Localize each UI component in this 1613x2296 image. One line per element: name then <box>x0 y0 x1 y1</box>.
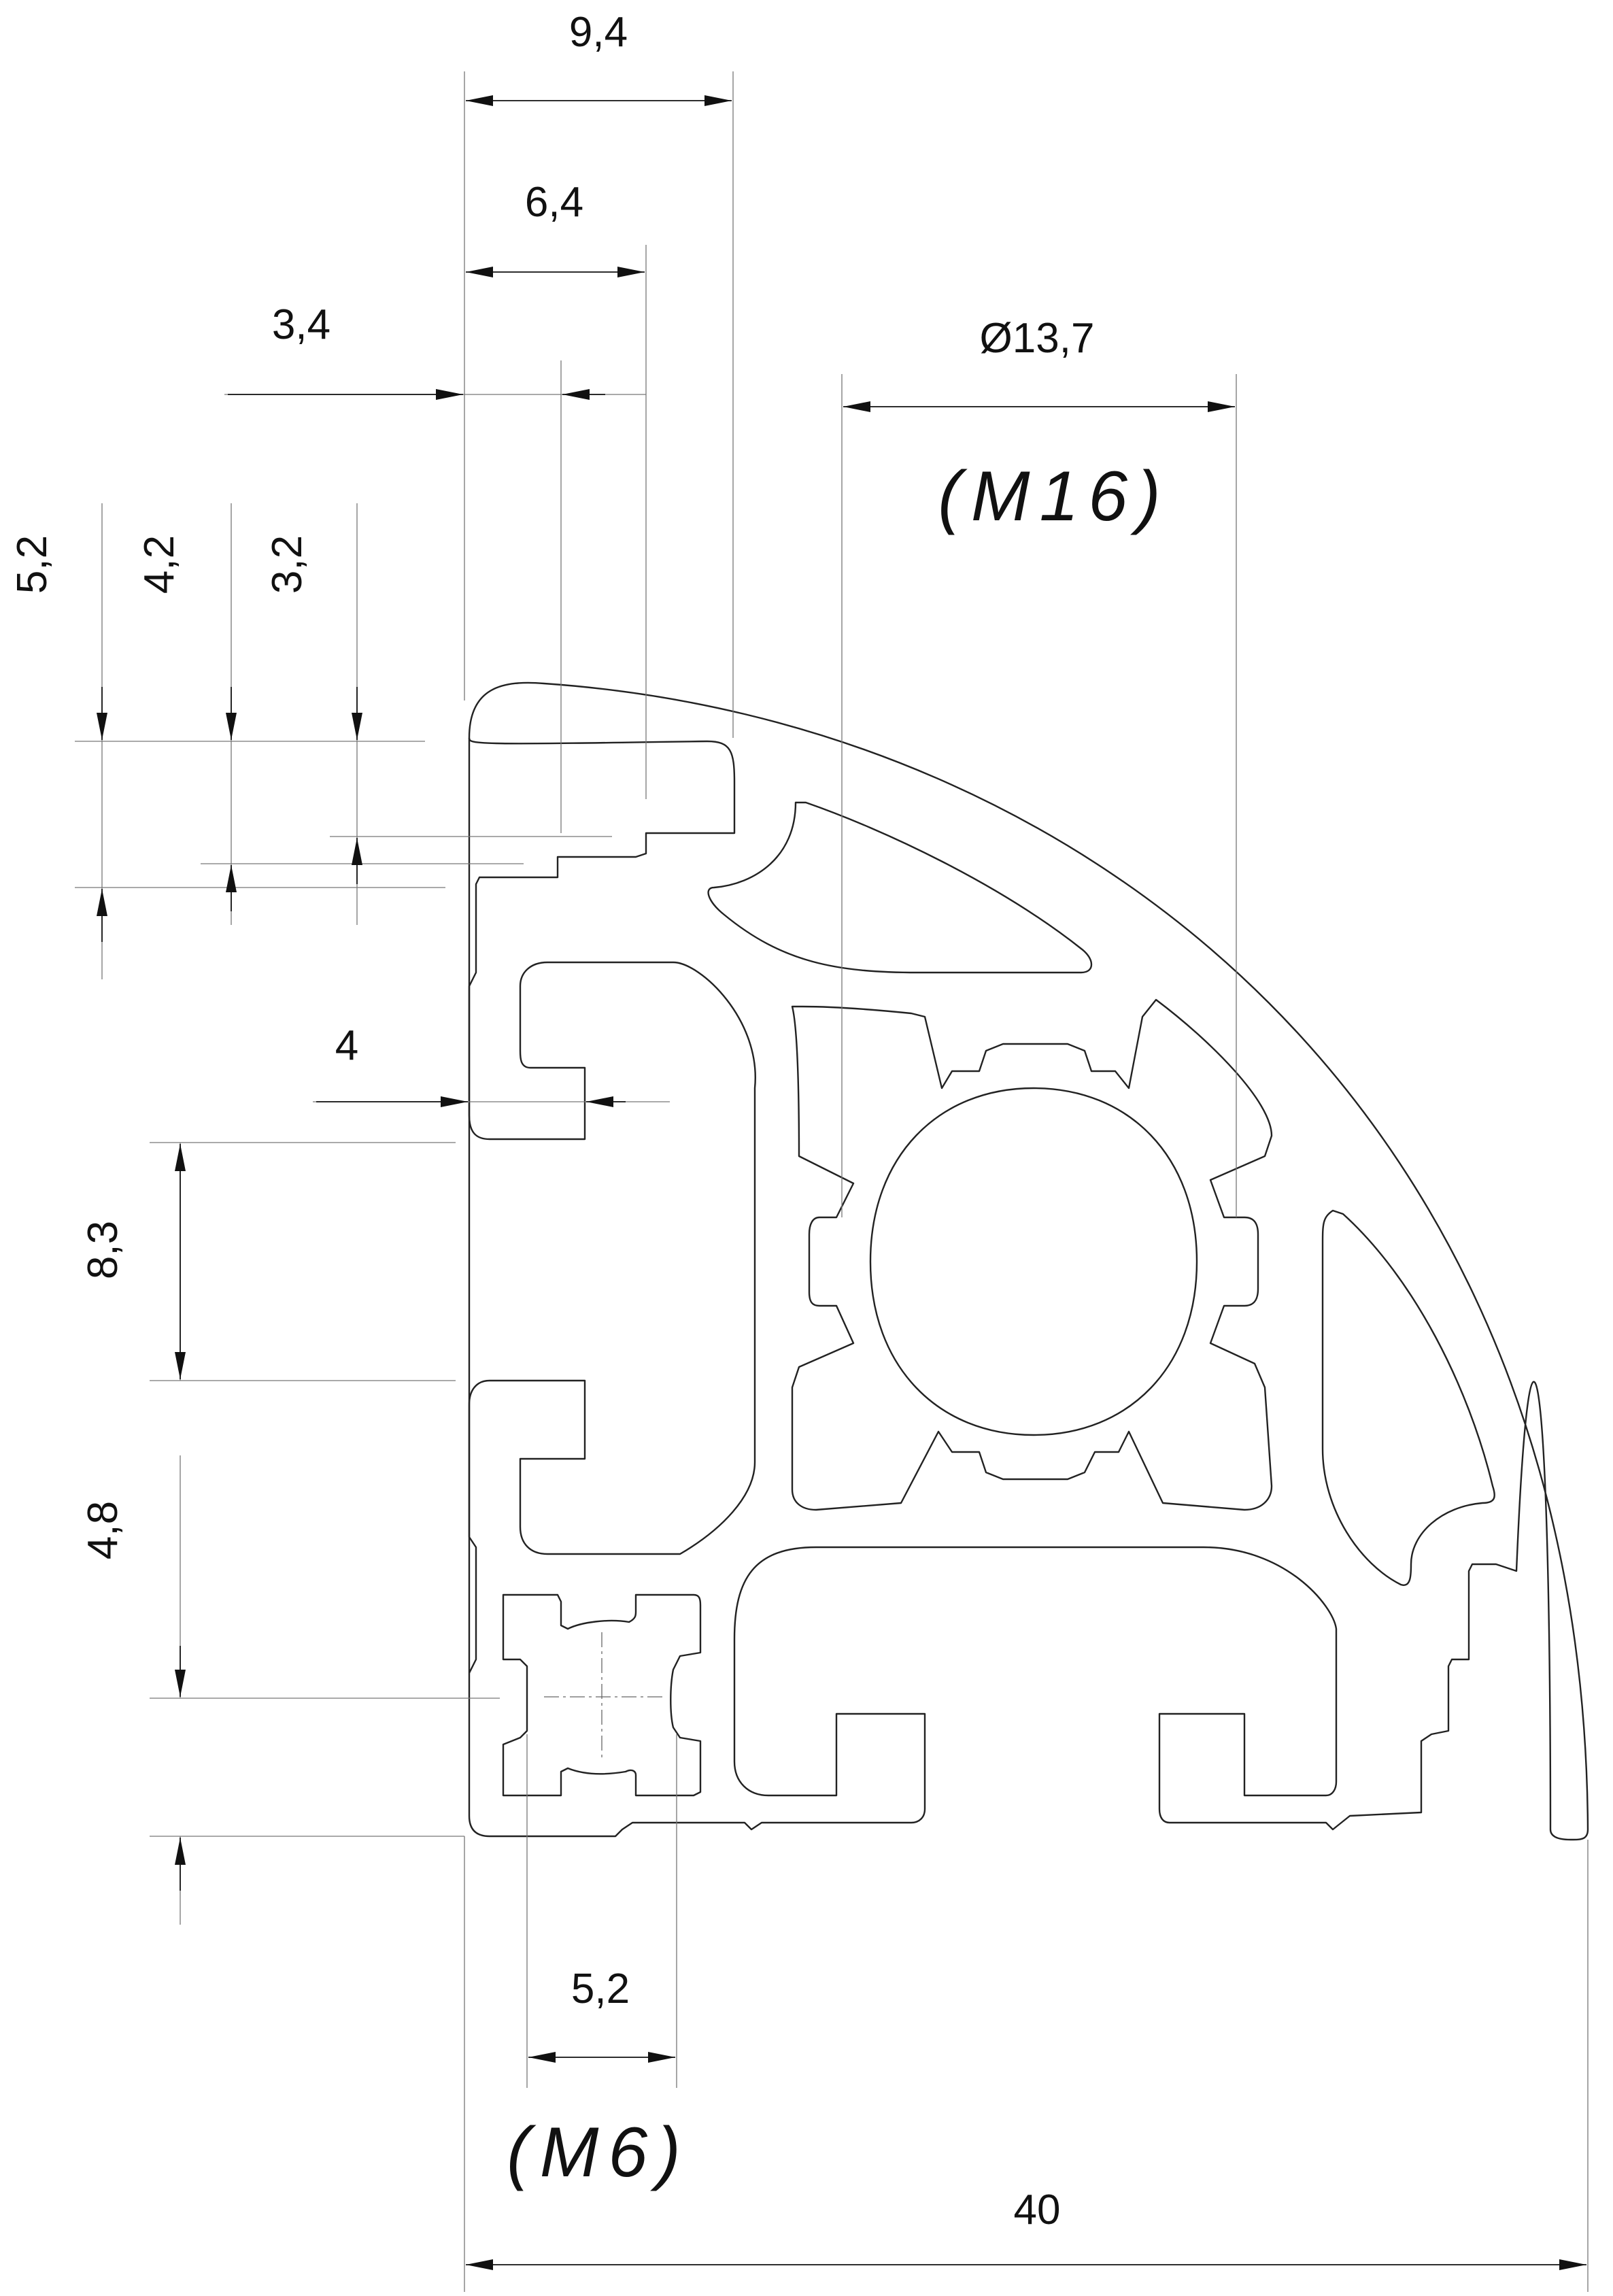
corner-slot <box>502 1593 702 1797</box>
right-cavity <box>1321 1209 1495 1586</box>
label-8-3: 8,3 <box>80 1221 126 1279</box>
label-3-4: 3,4 <box>272 301 330 348</box>
center-bore <box>869 1087 1198 1436</box>
extension-lines <box>75 71 1589 2292</box>
upper-t-slot <box>468 737 756 1674</box>
label-6-4: 6,4 <box>525 179 583 226</box>
profile-outline <box>468 681 1589 1841</box>
thread-callouts: (M16) (M6) <box>507 457 1170 2192</box>
label-5-2-bottom: 5,2 <box>571 1965 630 2012</box>
thread-m16: (M16) <box>938 457 1170 536</box>
thread-m6: (M6) <box>507 2113 690 2192</box>
label-9-4: 9,4 <box>569 9 628 56</box>
label-bore-diameter: Ø13,7 <box>980 315 1095 362</box>
label-4-2: 4,2 <box>136 535 183 594</box>
outer-contour <box>468 681 1589 1841</box>
label-4-8: 4,8 <box>80 1501 126 1559</box>
dimension-lines <box>97 95 1586 2270</box>
label-40: 40 <box>1014 2187 1061 2233</box>
center-core <box>791 998 1273 1511</box>
dimension-labels: 9,4 6,4 3,4 Ø13,7 5,2 4,2 3,2 4 8,3 4,8 … <box>9 9 1094 2233</box>
label-4: 4 <box>335 1022 358 1069</box>
crescent-cavity <box>707 801 1093 974</box>
label-5-2-left: 5,2 <box>9 535 56 594</box>
label-3-2: 3,2 <box>264 535 311 594</box>
